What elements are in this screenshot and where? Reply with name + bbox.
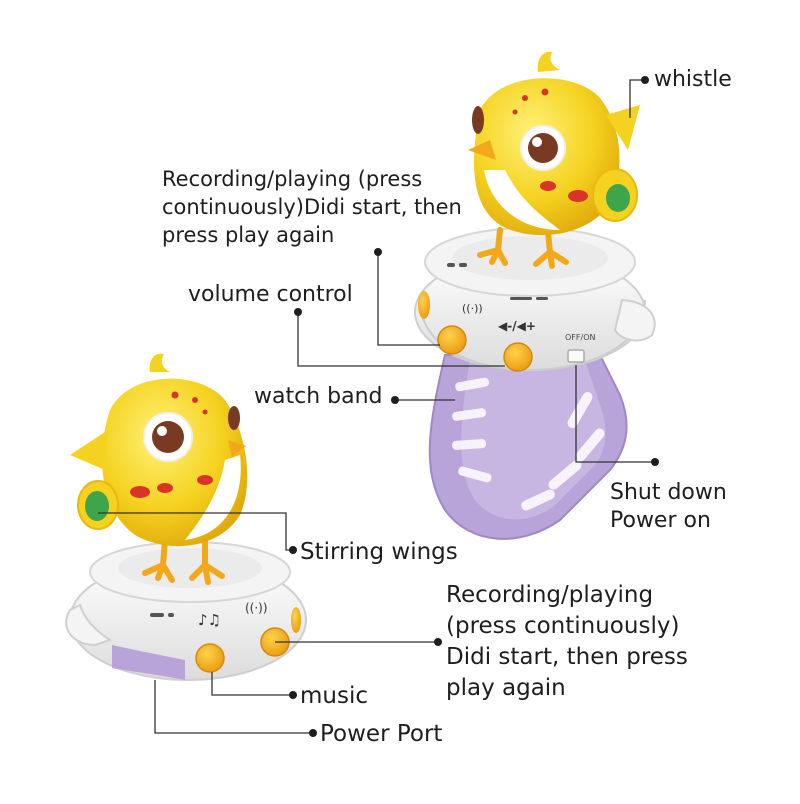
recording-playing-bottom-label: Recording/playing (press continuously) D…	[446, 582, 688, 701]
bird-top	[468, 51, 640, 269]
power-port-label: Power Port	[320, 721, 443, 747]
volume-symbols: ◀-/◀+	[498, 319, 536, 333]
recording-playing-top-label: Recording/playing (press continuously)Di…	[162, 167, 462, 247]
shut-down-power-on-label: Shut down Power on	[610, 479, 750, 535]
svg-text:♪♫: ♪♫	[198, 611, 221, 629]
svg-text:((·)): ((·))	[245, 601, 268, 615]
switch-marking: OFF/ON	[565, 333, 595, 342]
watch-band-label: watch band	[254, 384, 383, 409]
power-on-text: Power on	[610, 508, 711, 533]
whistle-label: whistle	[654, 67, 732, 92]
music-button	[195, 643, 225, 673]
callout-lines	[98, 79, 655, 734]
power-port	[112, 645, 185, 680]
watch-base-bottom: ((·)) ♪♫	[65, 541, 307, 681]
volume-control-label: volume control	[188, 282, 353, 307]
power-switch	[567, 349, 585, 363]
watch-base-top: ((·)) ◀-/◀+ OFF/ON	[414, 227, 656, 372]
bird-bottom	[70, 353, 248, 585]
watch-band	[428, 354, 628, 540]
callout-dots	[289, 76, 659, 737]
music-label: music	[300, 683, 369, 709]
stirring-wings-label: Stirring wings	[300, 539, 458, 565]
svg-text:((·)): ((·))	[462, 302, 483, 315]
shut-down-text: Shut down	[610, 480, 727, 505]
record-button-top	[503, 342, 533, 372]
volume-button	[437, 325, 467, 355]
